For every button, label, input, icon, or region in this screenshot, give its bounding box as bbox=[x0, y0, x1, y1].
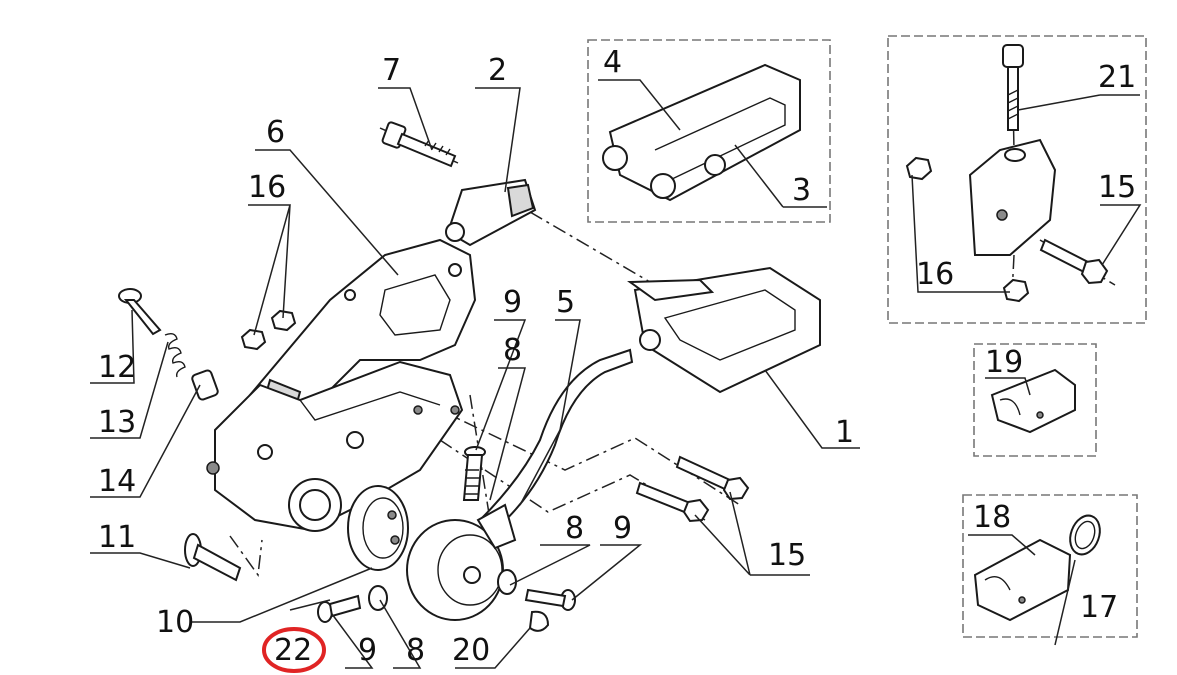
callout-8-right: 8 bbox=[565, 511, 584, 546]
callout-16-left: 16 bbox=[248, 170, 286, 205]
callout-4: 4 bbox=[603, 45, 622, 80]
callout-9-right: 9 bbox=[613, 511, 632, 546]
callout-19: 19 bbox=[985, 345, 1023, 380]
axis-line-pin-11 bbox=[229, 535, 263, 578]
leader-lines bbox=[90, 79, 1142, 669]
bolt-part-9-upper bbox=[462, 446, 486, 501]
callout-9-upper: 9 bbox=[503, 285, 522, 320]
callout-8-upper: 8 bbox=[503, 333, 522, 368]
callout-9-lower: 9 bbox=[358, 633, 377, 668]
callout-5: 5 bbox=[556, 285, 575, 320]
callout-10: 10 bbox=[156, 605, 194, 640]
callout-6: 6 bbox=[266, 115, 285, 150]
bracket-part-2 bbox=[445, 178, 537, 247]
ring-part-17 bbox=[1069, 514, 1101, 556]
callout-17: 17 bbox=[1080, 590, 1118, 625]
callout-14: 14 bbox=[98, 464, 136, 499]
callout-labels: 1 2 3 4 5 6 7 8 8 8 9 9 9 10 11 12 13 14… bbox=[98, 45, 1136, 668]
housing-part-1 bbox=[206, 360, 464, 532]
clip-part-20 bbox=[528, 610, 550, 632]
callout-22: 22 bbox=[274, 633, 312, 668]
callout-18: 18 bbox=[973, 500, 1011, 535]
inset-box-parts-17-18 bbox=[962, 494, 1138, 638]
inset-box-parts-3-4 bbox=[587, 39, 831, 223]
inset-bracket-assembly bbox=[905, 44, 1109, 303]
callout-13: 13 bbox=[98, 405, 136, 440]
axis-line-bolt-21 bbox=[1011, 49, 1015, 151]
callout-20: 20 bbox=[452, 633, 490, 668]
pin-part-12 bbox=[118, 288, 162, 336]
bolts-part-15 bbox=[635, 455, 750, 523]
bolt-part-7 bbox=[381, 121, 457, 168]
inset-box-part-19 bbox=[973, 343, 1097, 457]
pin-part-11 bbox=[184, 533, 242, 582]
axis-line-bracket-2 bbox=[529, 211, 651, 283]
callout-3: 3 bbox=[792, 173, 811, 208]
rod-part-5 bbox=[478, 348, 634, 532]
callout-22-highlight-circle bbox=[262, 627, 326, 673]
clamp-part-18 bbox=[973, 538, 1072, 622]
clamp-part-19 bbox=[990, 368, 1076, 434]
callout-7: 7 bbox=[382, 53, 401, 88]
callout-15-inset: 15 bbox=[1098, 170, 1136, 205]
tray-part-1 bbox=[627, 266, 821, 394]
tray-parts-3-4 bbox=[602, 63, 801, 202]
callout-1: 1 bbox=[835, 415, 854, 450]
callout-2: 2 bbox=[488, 53, 507, 88]
wheel-assembly bbox=[406, 503, 517, 621]
callout-8-lower: 8 bbox=[406, 633, 425, 668]
callout-12: 12 bbox=[98, 350, 136, 385]
callout-11: 11 bbox=[98, 520, 136, 555]
callout-15-main: 15 bbox=[768, 538, 806, 573]
callout-16-inset: 16 bbox=[916, 257, 954, 292]
nuts-part-16-left bbox=[240, 309, 297, 351]
sleeve-part-14 bbox=[191, 369, 219, 401]
callout-21: 21 bbox=[1098, 60, 1136, 95]
spring-part-13 bbox=[164, 332, 186, 378]
pulley-part-10 bbox=[347, 485, 409, 571]
